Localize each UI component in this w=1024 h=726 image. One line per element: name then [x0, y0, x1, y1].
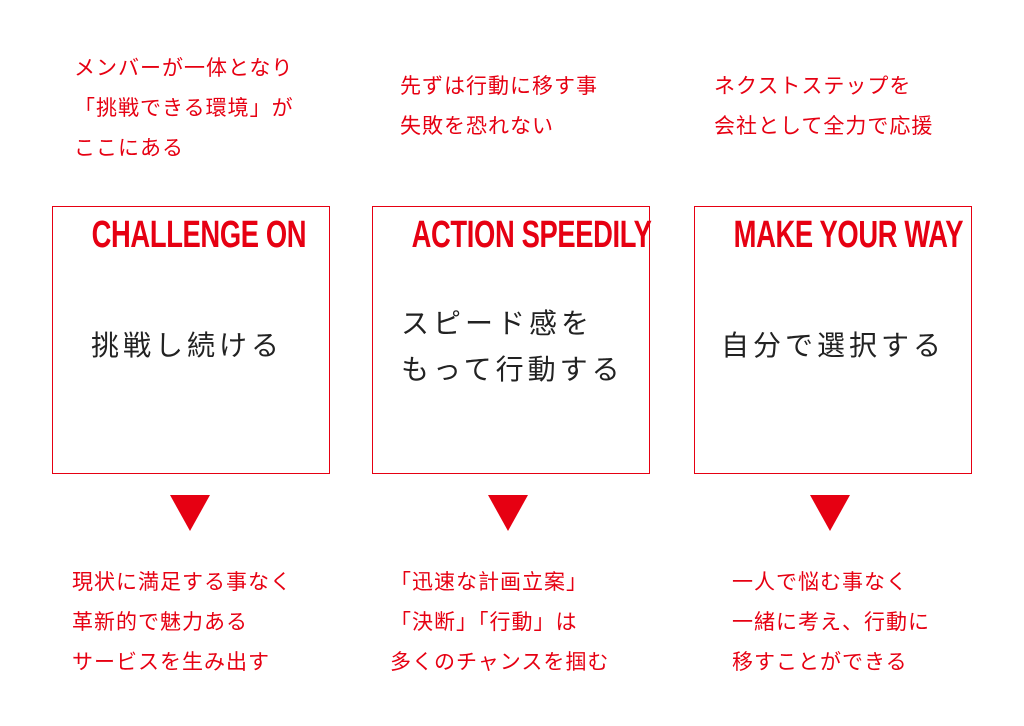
value-card: CHALLENGE ON 挑戦し続ける	[52, 206, 330, 474]
intro-line: 会社として全力で応援	[714, 114, 934, 138]
result-line: 多くのチャンスを掴む	[390, 650, 610, 674]
result-line: 現状に満足する事なく	[72, 570, 292, 594]
result-text: 現状に満足する事なく 革新的で魅力ある サービスを生み出す	[72, 562, 292, 682]
value-column-make-your-way: ネクストステップを 会社として全力で応援 MAKE YOUR WAY 自分で選択…	[694, 0, 1014, 726]
result-line: 革新的で魅力ある	[72, 610, 248, 634]
value-column-action-speedily: 先ずは行動に移す事 失敗を恐れない ACTION SPEEDILY スピード感を…	[372, 0, 692, 726]
intro-line: 先ずは行動に移す事	[400, 74, 598, 98]
intro-text: 先ずは行動に移す事 失敗を恐れない	[400, 66, 598, 146]
down-triangle-icon	[810, 495, 850, 531]
value-card-title: CHALLENGE ON	[91, 214, 307, 256]
value-card-body: 自分で選択する	[695, 323, 997, 369]
intro-line: メンバーが一体となり	[74, 56, 294, 80]
value-card-body-line: もって行動する	[401, 353, 624, 386]
value-card-body-line: スピード感を	[401, 307, 594, 340]
result-text: 「迅速な計画立案」 「決断」「行動」は 多くのチャンスを掴む	[390, 562, 609, 682]
down-triangle-icon	[488, 495, 528, 531]
intro-text: メンバーが一体となり 「挑戦できる環境」が ここにある	[74, 48, 294, 168]
intro-line: 「挑戦できる環境」が	[74, 96, 294, 120]
intro-line: 失敗を恐れない	[400, 114, 554, 138]
result-line: 「決断」「行動」は	[390, 610, 578, 634]
result-line: 一緒に考え、行動に	[732, 610, 930, 634]
value-card: ACTION SPEEDILY スピード感を もって行動する	[372, 206, 652, 474]
result-line: サービスを生み出す	[72, 650, 270, 674]
result-line: 一人で悩む事なく	[732, 570, 908, 594]
value-card-body-line: 挑戦し続ける	[91, 329, 284, 362]
result-text: 一人で悩む事なく 一緒に考え、行動に 移すことができる	[732, 562, 930, 682]
intro-line: ネクストステップを	[714, 74, 912, 98]
intro-text: ネクストステップを 会社として全力で応援	[714, 66, 933, 146]
value-column-challenge-on: メンバーが一体となり 「挑戦できる環境」が ここにある CHALLENGE ON…	[52, 0, 372, 726]
intro-line: ここにある	[74, 136, 184, 160]
value-card-body: スピード感を もって行動する	[373, 301, 677, 393]
value-card-body-line: 自分で選択する	[721, 329, 946, 362]
down-triangle-icon	[170, 495, 210, 531]
value-card-body: 挑戦し続ける	[53, 323, 367, 369]
result-line: 「迅速な計画立案」	[390, 570, 588, 594]
value-card-title: MAKE YOUR WAY	[733, 214, 964, 256]
value-card-title: ACTION SPEEDILY	[411, 214, 652, 256]
value-card: MAKE YOUR WAY 自分で選択する	[694, 206, 972, 474]
result-line: 移すことができる	[732, 650, 908, 674]
